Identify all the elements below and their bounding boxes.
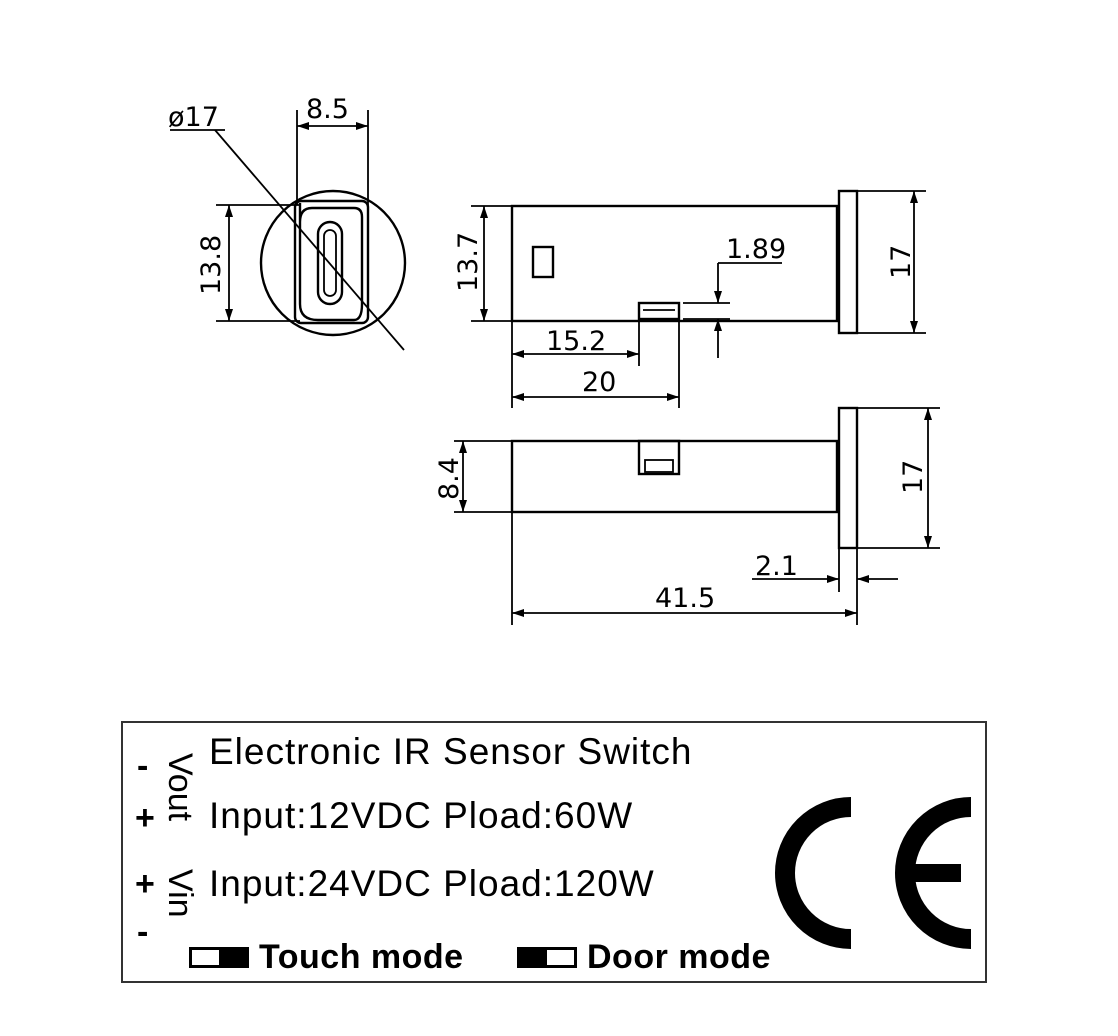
flange-bottom bbox=[837, 406, 859, 550]
front-view: ø17 8.5 13.8 bbox=[168, 94, 407, 351]
switch-slot-bottom bbox=[637, 439, 681, 476]
side-view-top: 13.7 1.89 15.2 20 17 bbox=[453, 189, 926, 408]
dim-8-5: 8.5 bbox=[306, 94, 349, 125]
pin-vout-minus: - bbox=[137, 747, 149, 785]
vout-label: Vout bbox=[161, 753, 199, 822]
dim-8-4: 8.4 bbox=[434, 457, 465, 500]
inner-frame bbox=[298, 203, 364, 322]
dim-17-top: 17 bbox=[886, 245, 917, 279]
pin-vin-plus: + bbox=[135, 865, 155, 903]
technical-drawing: ø17 8.5 13.8 13.7 1 bbox=[168, 94, 940, 625]
outer-circle bbox=[259, 189, 407, 337]
dim-2-1: 2.1 bbox=[755, 551, 798, 582]
sensor-slot-inner bbox=[323, 229, 337, 297]
door-mode-indicator: Door mode bbox=[517, 937, 771, 977]
pin-vin-minus: - bbox=[137, 913, 149, 951]
label-title: Electronic IR Sensor Switch bbox=[209, 731, 693, 772]
housing-window bbox=[293, 199, 370, 325]
touch-switch-icon bbox=[189, 946, 249, 968]
body-top bbox=[510, 204, 839, 323]
dim-1-89: 1.89 bbox=[726, 234, 786, 265]
dim-15-2: 15.2 bbox=[546, 326, 606, 357]
spec-line-24v: Input:24VDC Pload:120W bbox=[209, 863, 655, 904]
body-bottom bbox=[510, 439, 839, 514]
spec-line-12v: Input:12VDC Pload:60W bbox=[209, 795, 634, 836]
dim-41-5: 41.5 bbox=[655, 583, 715, 614]
flange-top bbox=[837, 189, 859, 335]
dim-17-bottom: 17 bbox=[898, 460, 929, 494]
ce-mark-icon bbox=[775, 797, 972, 949]
dim-13-7: 13.7 bbox=[453, 232, 484, 292]
touch-mode-label: Touch mode bbox=[259, 937, 464, 976]
product-label: - + Vout + - Vin Electronic IR Sensor Sw… bbox=[121, 721, 987, 983]
sensor-slot bbox=[316, 220, 344, 306]
touch-mode-indicator: Touch mode bbox=[189, 937, 464, 977]
dim-20: 20 bbox=[582, 367, 616, 398]
door-switch-icon bbox=[517, 946, 577, 968]
indicator-window bbox=[531, 245, 555, 279]
pin-vout-plus: + bbox=[135, 799, 155, 837]
switch-slot-top bbox=[637, 301, 681, 321]
door-mode-label: Door mode bbox=[587, 937, 771, 976]
dim-13-8: 13.8 bbox=[196, 235, 227, 295]
side-view-bottom: 8.4 17 2.1 41.5 bbox=[434, 406, 940, 625]
vin-label: Vin bbox=[161, 869, 199, 918]
diameter-label: ø17 bbox=[168, 102, 219, 133]
